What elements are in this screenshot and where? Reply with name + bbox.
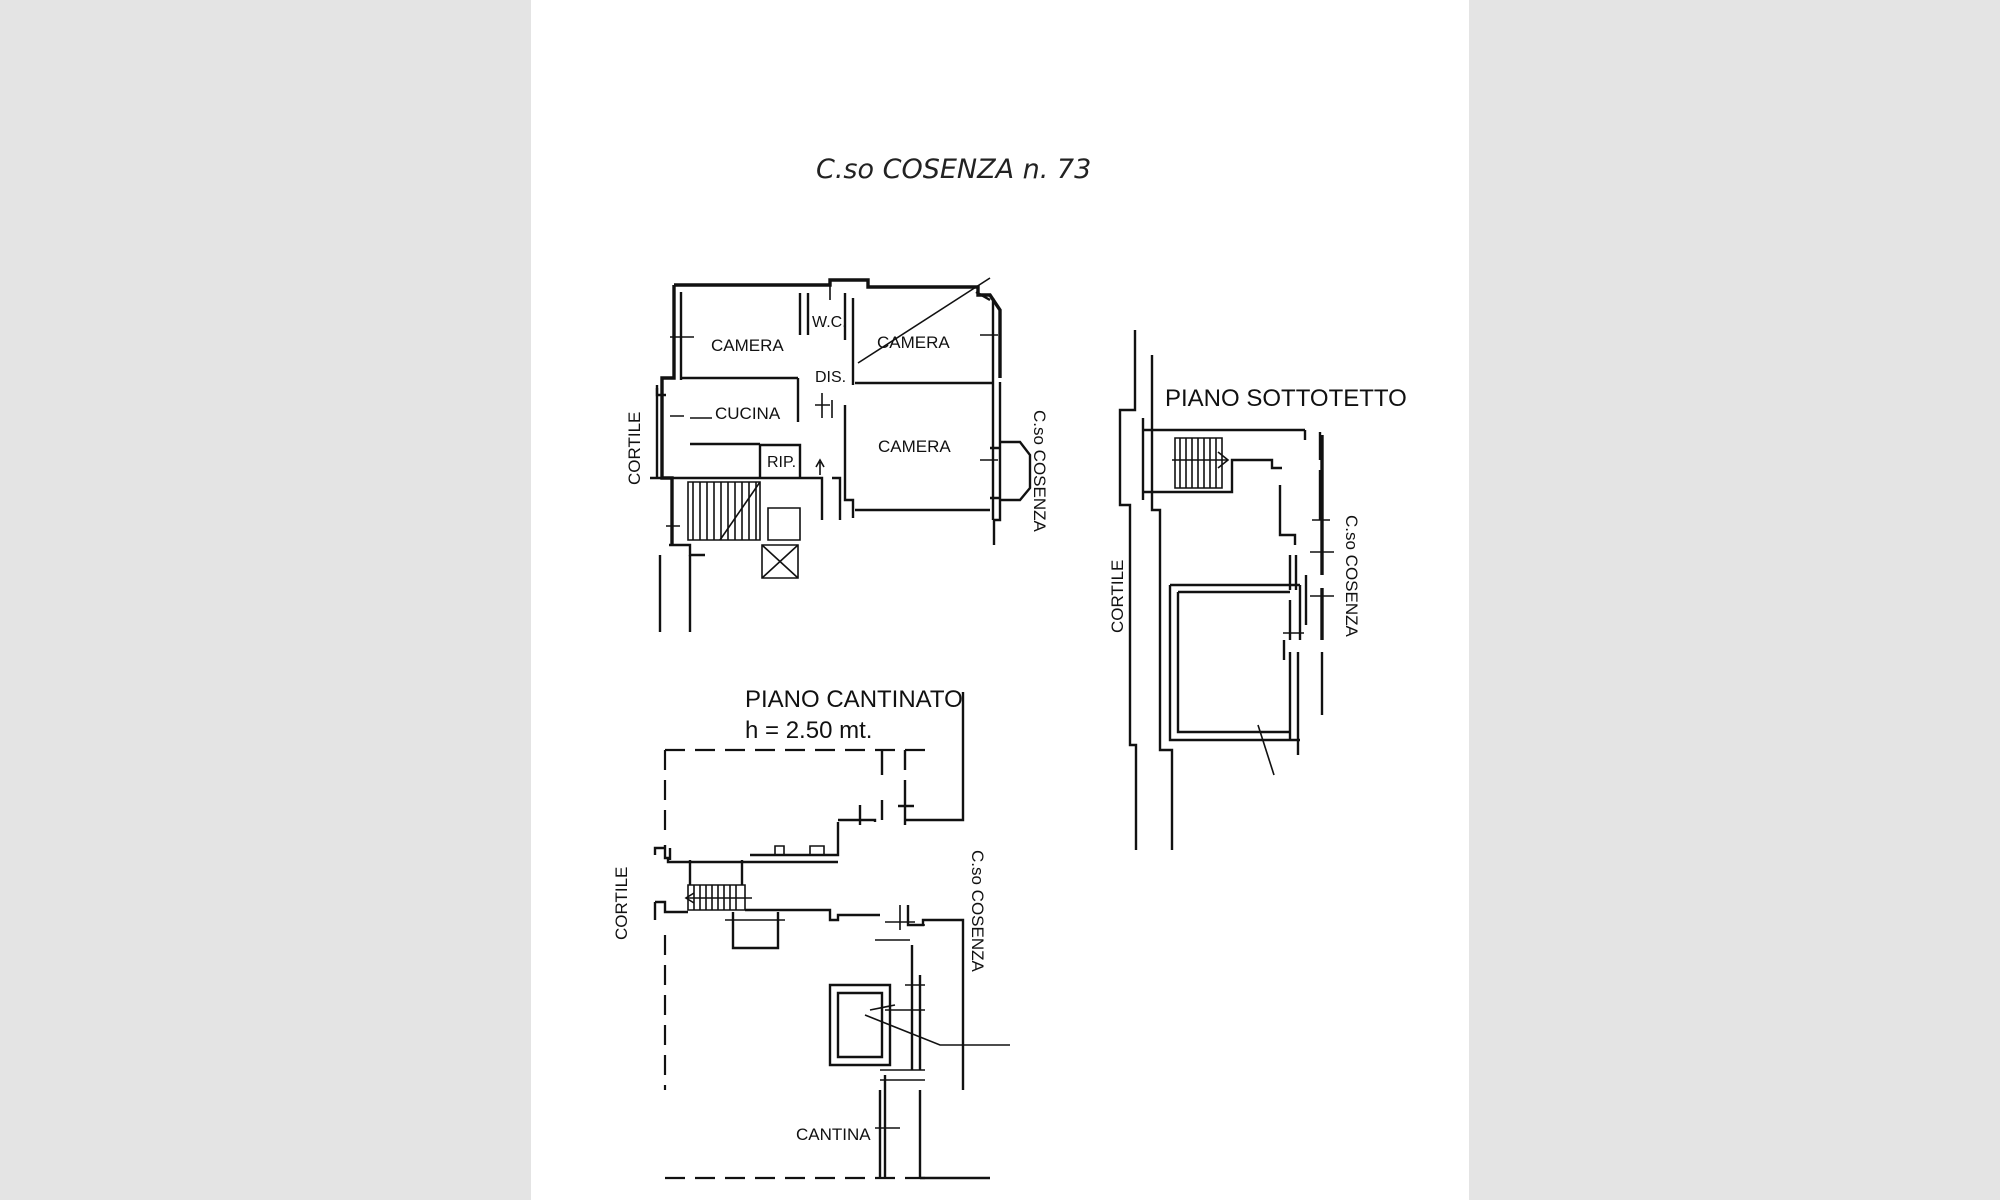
cellar-height: h = 2.50 mt. bbox=[745, 717, 872, 744]
room-wc: W.C. bbox=[812, 314, 847, 331]
attic-courtyard-label: CORTILE bbox=[1108, 560, 1127, 633]
address-title: C.so COSENZA n. 73 bbox=[816, 154, 1091, 185]
cellar-title: PIANO CANTINATO bbox=[745, 686, 963, 713]
room-camera-3: CAMERA bbox=[878, 437, 951, 456]
room-camera-1: CAMERA bbox=[711, 336, 784, 355]
cellar-courtyard-label: CORTILE bbox=[612, 867, 631, 940]
cellar-plan: PIANO CANTINATO h = 2.50 mt. bbox=[612, 686, 1010, 1180]
room-rip: RIP. bbox=[767, 454, 796, 471]
cantina-label: CANTINA bbox=[796, 1125, 871, 1144]
cellar-street-label: C.so COSENZA bbox=[968, 850, 987, 973]
room-cucina: CUCINA bbox=[715, 404, 781, 423]
room-dis: DIS. bbox=[815, 369, 846, 386]
attic-plan: PIANO SOTTOTETTO CORTILE C.so COSENZA bbox=[1108, 330, 1407, 850]
drawing-sheet bbox=[531, 0, 1469, 1200]
courtyard-label: CORTILE bbox=[625, 412, 644, 485]
attic-street-label: C.so COSENZA bbox=[1342, 515, 1361, 638]
room-camera-2: CAMERA bbox=[877, 333, 950, 352]
attic-title: PIANO SOTTOTETTO bbox=[1165, 385, 1407, 412]
apartment-plan: CAMERA W.C. CAMERA DIS. CUCINA CAMERA RI… bbox=[625, 277, 1049, 632]
street-label: C.so COSENZA bbox=[1030, 410, 1049, 533]
